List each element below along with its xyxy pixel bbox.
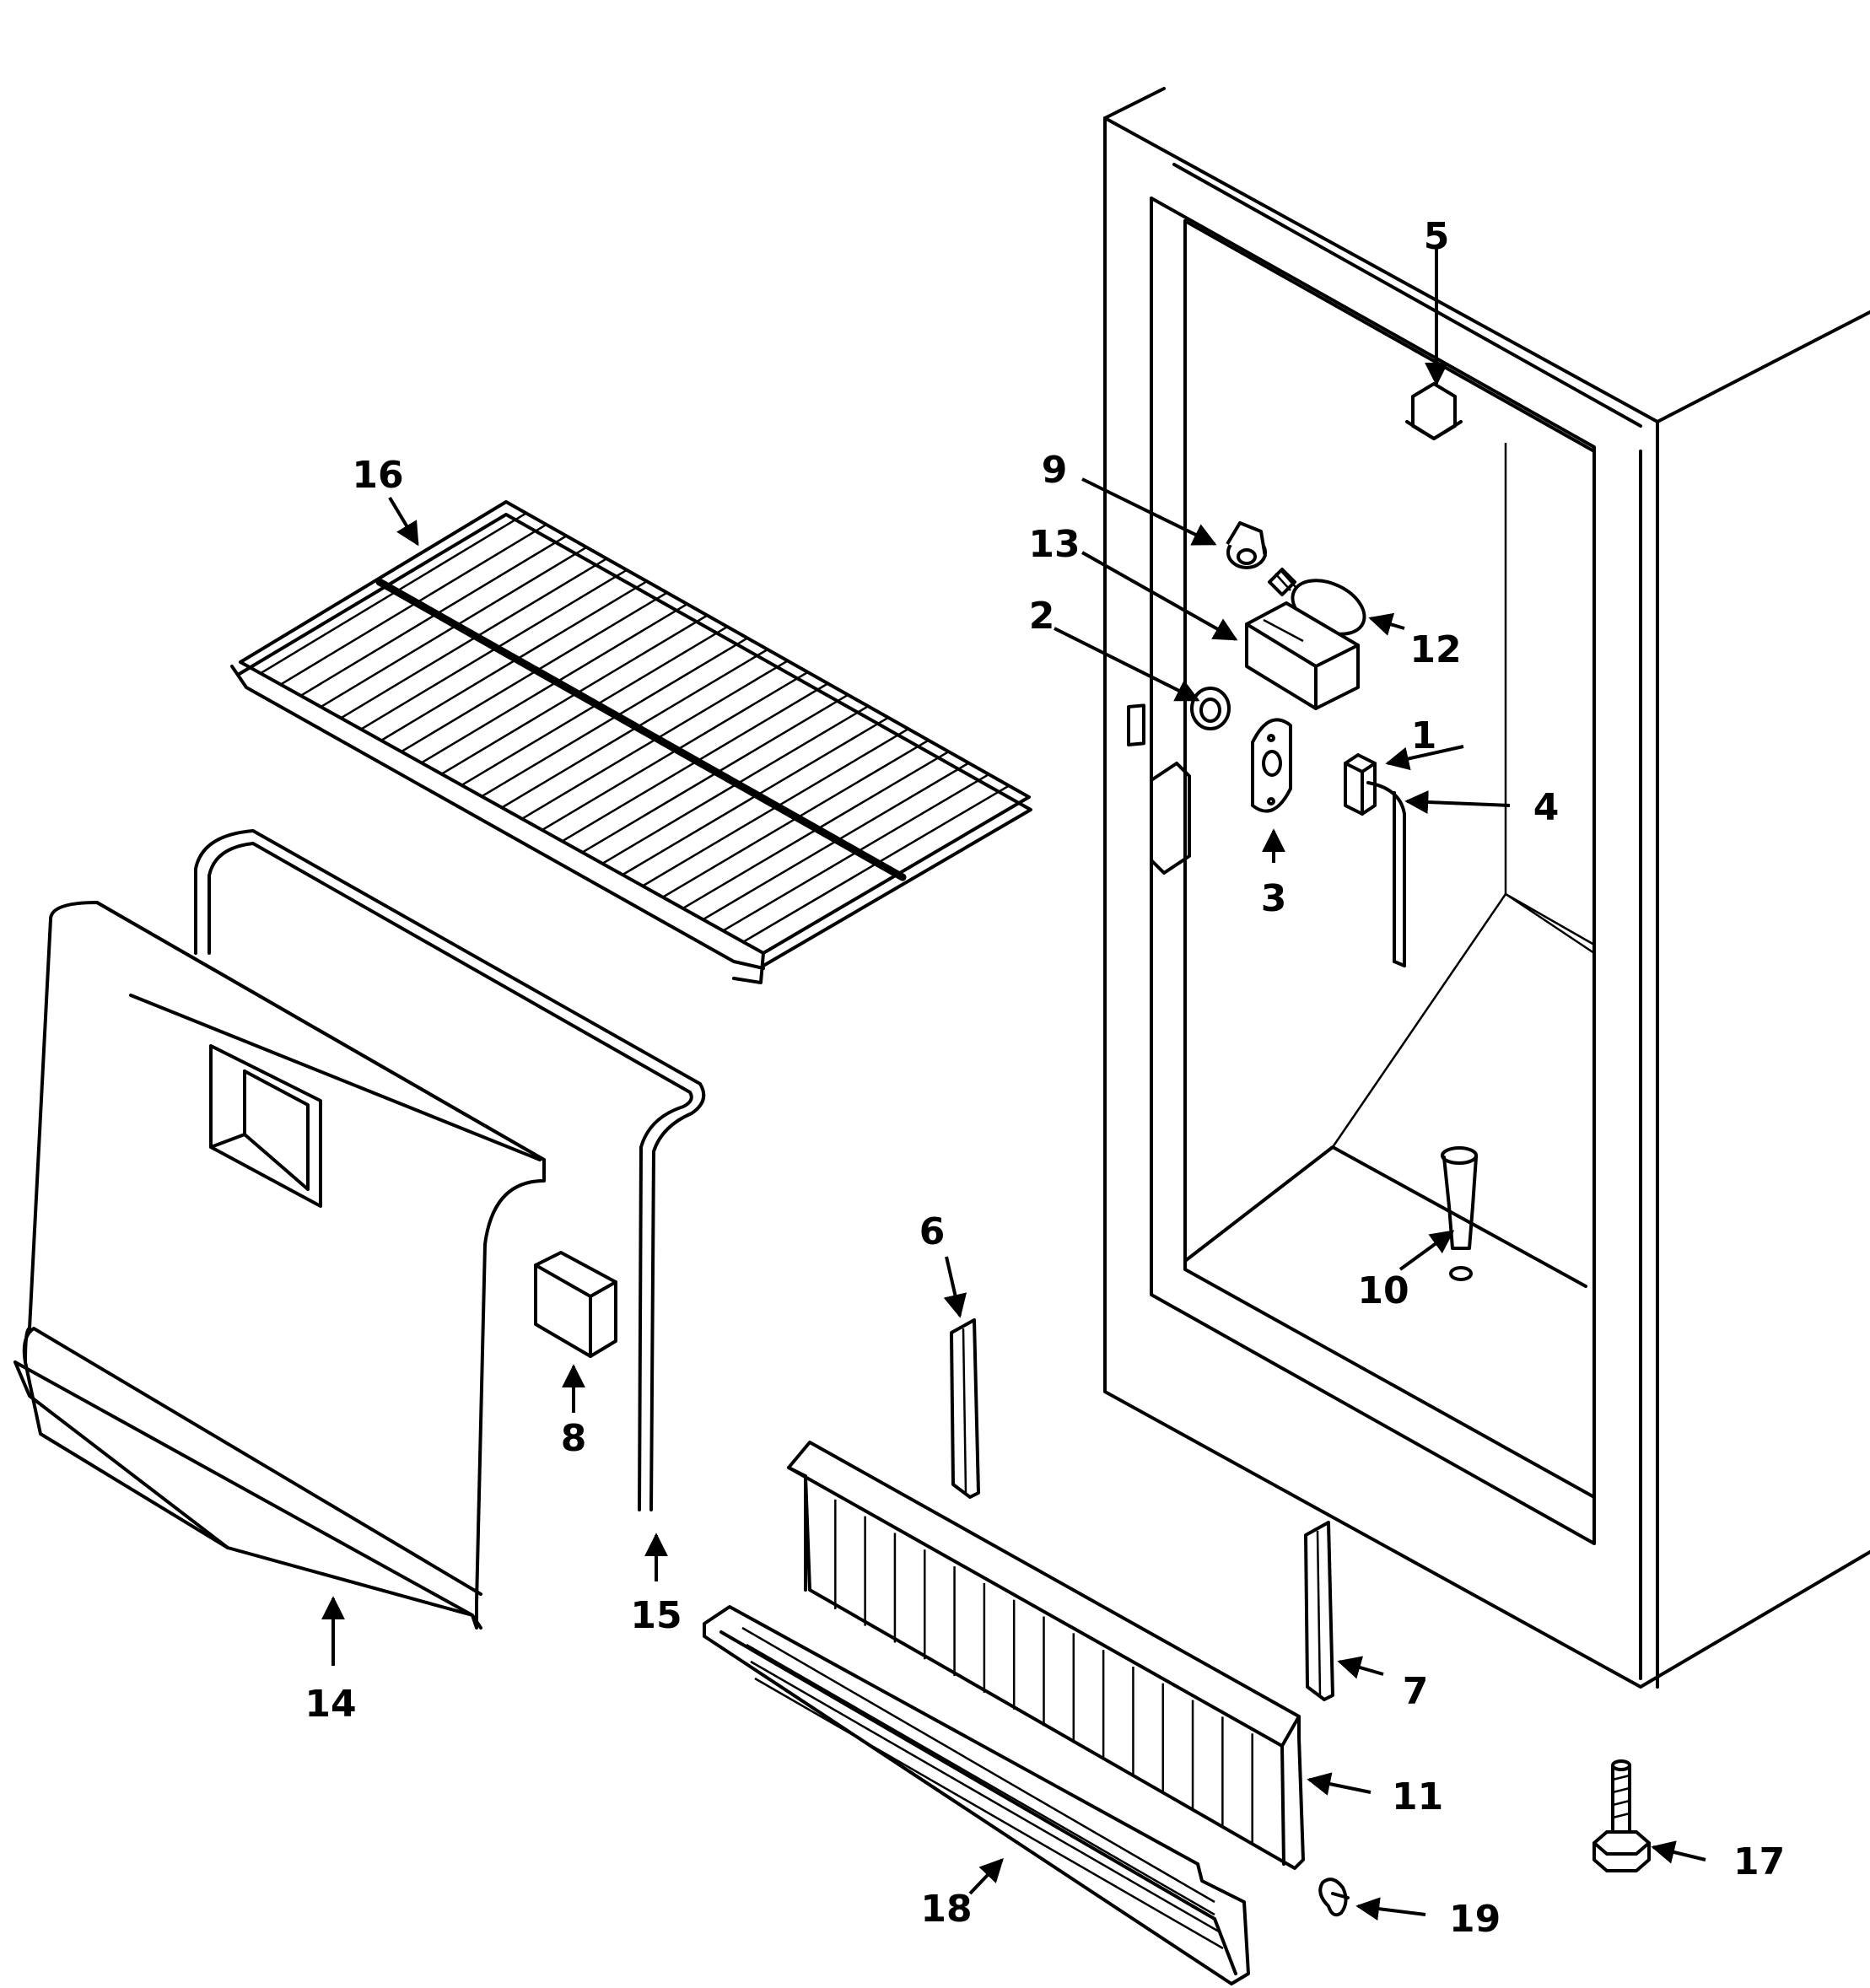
callout-12: 12 <box>1409 628 1461 671</box>
callout-5: 5 <box>1424 215 1450 258</box>
part-9-lamp-holder <box>1226 521 1267 569</box>
leader-lines <box>321 245 1706 1921</box>
callout-17: 17 <box>1733 1840 1785 1883</box>
callout-labels: 1 2 3 4 5 6 7 8 9 10 11 12 13 14 15 16 1… <box>304 215 1785 1941</box>
part-1-thermostat <box>1344 753 1377 816</box>
part-5-light-socket <box>1405 382 1463 440</box>
part-17-leveling-leg <box>1592 1759 1651 1872</box>
callout-6: 6 <box>919 1210 946 1253</box>
part-8-block <box>534 1251 617 1358</box>
callout-18: 18 <box>920 1888 972 1931</box>
callout-10: 10 <box>1357 1269 1409 1312</box>
callout-3: 3 <box>1261 877 1287 920</box>
part-15-door-gasket <box>194 829 706 1511</box>
part-14-door <box>13 901 546 1630</box>
part-3-control-plate <box>1251 718 1292 813</box>
part-4-capillary-tube <box>1366 781 1406 967</box>
part-7-hinge-strip <box>1304 1521 1334 1701</box>
callout-16: 16 <box>352 454 403 497</box>
callout-1: 1 <box>1411 714 1437 757</box>
part-16-wire-shelf <box>230 500 1032 984</box>
part-2-switch-button <box>1190 687 1231 730</box>
callout-8: 8 <box>561 1417 587 1460</box>
callout-2: 2 <box>1029 595 1055 638</box>
callout-7: 7 <box>1403 1670 1429 1713</box>
callout-13: 13 <box>1028 523 1080 566</box>
callout-15: 15 <box>630 1594 682 1637</box>
part-18-kick-plate <box>703 1605 1250 1985</box>
part-11-grille-panel <box>787 1441 1305 1870</box>
freezer-cabinet <box>1103 87 1870 1689</box>
part-10-drain-tube <box>1441 1146 1478 1281</box>
part-6-hinge-strip <box>950 1318 980 1499</box>
callout-9: 9 <box>1042 449 1068 492</box>
callout-4: 4 <box>1533 786 1560 829</box>
callout-11: 11 <box>1392 1775 1443 1818</box>
part-13-light-bracket <box>1245 601 1360 710</box>
part-19-clip <box>1318 1878 1350 1917</box>
callout-14: 14 <box>304 1683 356 1726</box>
callout-19: 19 <box>1449 1898 1501 1941</box>
